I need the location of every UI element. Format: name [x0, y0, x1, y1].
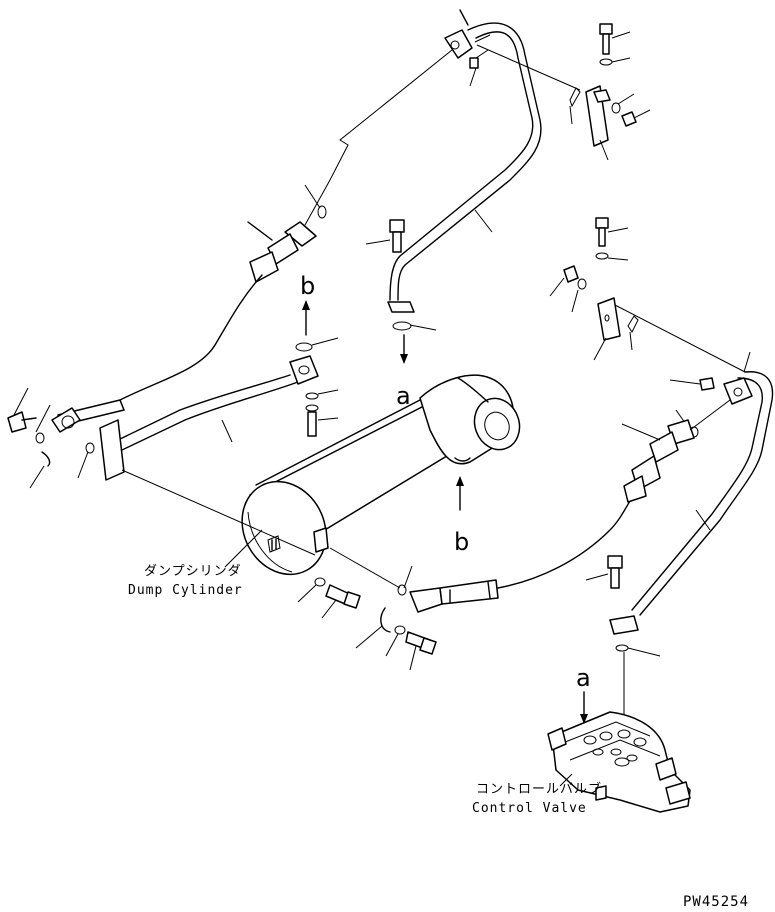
upper-right-bracket	[569, 23, 651, 161]
lower-hose	[329, 489, 641, 613]
center-bolt	[365, 219, 437, 331]
dump-cylinder-label: ダンプシリンダ Dump Cylinder	[128, 564, 243, 598]
control-valve-label-jp: コントロールバルブ	[476, 781, 602, 797]
left-pipe-bolts	[295, 337, 339, 437]
right-tube-assembly	[609, 351, 774, 635]
control-valve-label: コントロールバルブ Control Valve	[472, 773, 602, 816]
cylinder-bolts	[297, 577, 437, 671]
svg-text:a: a	[576, 664, 591, 692]
svg-text:a: a	[396, 382, 411, 410]
right-mid-bracket	[549, 217, 746, 373]
svg-text:b: b	[300, 272, 315, 300]
right-hose	[621, 399, 731, 503]
marker-b-cylinder: b	[454, 476, 469, 556]
drawing-code: PW45254	[683, 894, 749, 910]
left-pipe-assembly	[7, 355, 319, 489]
svg-text:b: b	[454, 528, 469, 556]
dump-cylinder-label-en: Dump Cylinder	[128, 583, 243, 598]
dump-cylinder	[224, 374, 521, 576]
routing-line-upper	[304, 49, 453, 226]
marker-a-valve: a	[576, 664, 591, 724]
control-valve-label-en: Control Valve	[472, 801, 587, 816]
upper-tube-assembly	[387, 9, 542, 313]
dump-cylinder-label-jp: ダンプシリンダ	[144, 564, 242, 579]
control-valve	[547, 711, 691, 813]
o-ring	[317, 205, 327, 219]
marker-b-upper: b	[300, 272, 315, 336]
upper-hose	[119, 221, 317, 401]
marker-a-center: a	[396, 334, 411, 410]
routing-line-left	[121, 469, 316, 556]
